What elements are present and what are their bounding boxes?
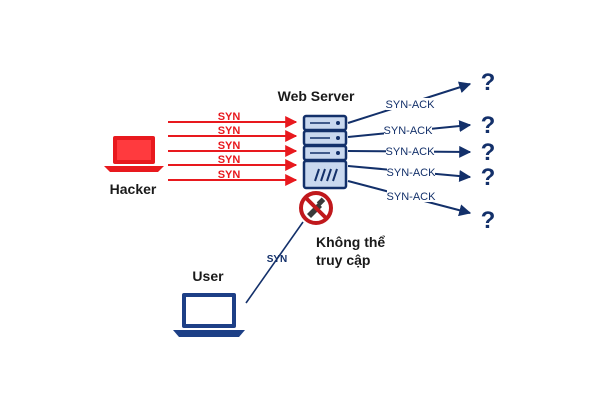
syn-arrow-label: SYN [218,154,241,166]
unknown-client-question-mark: ? [481,112,496,139]
syn-ack-label: SYN-ACK [387,167,437,179]
unknown-client-question-mark: ? [481,207,496,234]
no-access-icon [299,191,333,225]
syn-ack-label: SYN-ACK [386,146,436,158]
server-syn-ack-responses: SYN-ACK? SYN-ACK? SYN-ACK? SYN-ACK? SYN-ACK? [347,69,496,234]
blocked-text-line1: Không thể [316,234,385,250]
syn-arrow-label: SYN [218,169,241,181]
hacker-laptop-icon [104,136,164,172]
syn-ack-label: SYN-ACK [386,99,436,111]
user-syn-label: SYN [267,254,288,265]
syn-arrow-label: SYN [218,140,241,152]
user-request-line [245,221,304,304]
hacker-label: Hacker [110,181,157,197]
blocked-text-line2: truy cập [316,252,370,268]
user-label: User [192,268,224,284]
unknown-client-question-mark: ? [481,139,496,166]
syn-ack-label: SYN-ACK [384,125,434,137]
unknown-client-question-mark: ? [481,164,496,191]
user-laptop-icon [173,293,245,337]
server-label: Web Server [278,88,355,104]
syn-arrow-label: SYN [218,125,241,137]
syn-ack-label: SYN-ACK [387,191,437,203]
syn-arrow-label: SYN [218,111,241,123]
hacker-syn-arrows: SYN SYN SYN SYN SYN [168,111,298,186]
server-rack-icon [302,114,348,190]
unknown-client-question-mark: ? [481,69,496,96]
